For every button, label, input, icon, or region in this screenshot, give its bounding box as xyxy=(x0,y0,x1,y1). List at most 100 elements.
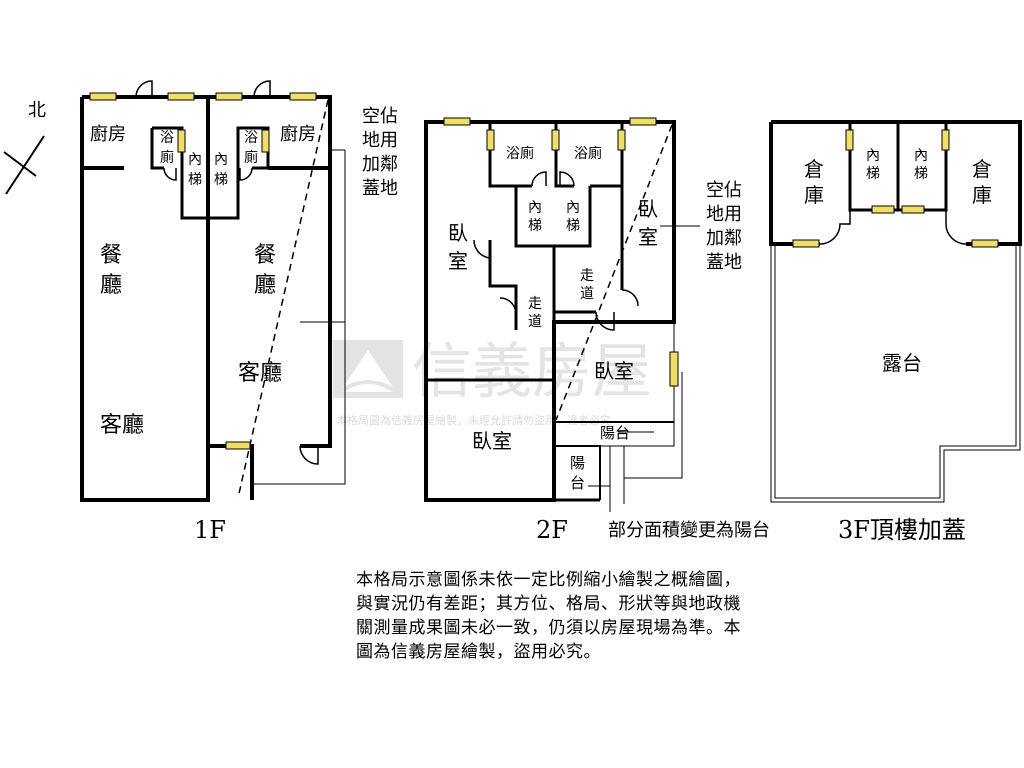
door-2f-bed-left xyxy=(473,239,491,259)
room-2f-balcony-top: 陽台 xyxy=(600,424,630,442)
window xyxy=(486,129,495,151)
room-1f-living-right: 客廳 xyxy=(238,361,282,386)
room-2f-bedroom-mid: 臥室 xyxy=(594,359,634,383)
floor-2f xyxy=(424,120,700,512)
window xyxy=(443,117,471,126)
terrace-outline-inner xyxy=(774,246,1017,499)
windows-2f xyxy=(443,117,679,387)
watermark-brand: 信義房屋 xyxy=(412,337,652,407)
door-1f-2 xyxy=(253,80,271,98)
room-2f-corridor-right-1: 走 xyxy=(580,268,594,284)
encroach-1f-line-4: 蓋地 xyxy=(362,178,398,199)
room-2f-corridor-right-2: 道 xyxy=(580,286,594,302)
window xyxy=(551,129,560,151)
encroach-line-1f xyxy=(237,99,329,499)
room-2f-stairs-left-1: 內 xyxy=(528,200,542,216)
room-1f-bath-left-2: 廁 xyxy=(160,149,174,166)
room-2f-stairs-right-2: 梯 xyxy=(566,218,580,234)
wall-1f-bath-left xyxy=(150,128,164,170)
room-1f-living-left: 客廳 xyxy=(100,413,144,438)
window xyxy=(669,351,679,387)
window xyxy=(215,92,243,101)
room-3f-stairs-left-1: 內 xyxy=(866,148,880,164)
encroach-boundary-1f xyxy=(254,150,346,485)
watermark-logo-icon xyxy=(333,340,403,398)
room-3f-storage-left-1: 倉 xyxy=(804,157,824,181)
floor-label-2f: 2F xyxy=(536,516,568,544)
room-2f-bedroom-right-2: 室 xyxy=(638,225,658,249)
door-2f-bed-right xyxy=(621,289,639,307)
room-2f-bedroom-left-2: 室 xyxy=(448,249,468,273)
door-1f-rear xyxy=(299,445,319,465)
labels-1f: 廚房 廚房 浴 廁 浴 廁 內 梯 內 梯 餐 廳 餐 廳 客廳 客廳 空佔 地… xyxy=(90,106,398,544)
room-3f-stairs-right-1: 內 xyxy=(914,148,928,164)
door-2f-bath-left xyxy=(531,171,547,187)
room-3f-storage-right-2: 庫 xyxy=(972,183,992,207)
room-1f-dining-right-2: 廳 xyxy=(254,273,276,298)
room-3f-storage-left-2: 庫 xyxy=(804,183,824,207)
window xyxy=(845,129,854,151)
window xyxy=(261,129,270,153)
encroach-1f-line-2: 地用 xyxy=(362,130,398,151)
window xyxy=(629,117,657,126)
room-1f-dining-left-2: 廳 xyxy=(100,273,122,298)
window xyxy=(792,239,820,248)
room-1f-kitchen-left: 廚房 xyxy=(90,123,126,145)
encroach-1f-line-3: 加鄰 xyxy=(362,154,398,175)
room-2f-bedroom-left-1: 臥 xyxy=(448,221,468,245)
encroach-2f-line-1: 空佔 xyxy=(706,180,742,201)
door-3f-right xyxy=(945,210,967,245)
room-2f-corridor-left-1: 走 xyxy=(528,296,542,312)
watermark: 信義房屋 本格局圖為信義房屋繪製，未經允許請勿盜用，違者必究 xyxy=(333,337,652,427)
room-2f-bath-right: 浴廁 xyxy=(574,145,602,162)
room-1f-kitchen-right: 廚房 xyxy=(280,123,316,145)
room-2f-corridor-left-2: 道 xyxy=(528,314,542,330)
compass-needle xyxy=(5,135,45,195)
room-3f-stairs-left-2: 梯 xyxy=(866,166,880,182)
room-2f-stairs-left-2: 梯 xyxy=(528,218,542,234)
watermark-notice: 本格局圖為信義房屋繪製，未經允許請勿盜用，違者必究 xyxy=(336,413,611,427)
window xyxy=(89,92,117,101)
encroach-note-1f: 空佔 地用 加鄰 蓋地 xyxy=(362,106,398,199)
floor-1f xyxy=(80,80,346,502)
room-1f-stairs-left-1: 內 xyxy=(188,152,202,168)
window xyxy=(617,129,626,151)
room-1f-dining-right-1: 餐 xyxy=(254,243,276,268)
floor-label-1f: 1F xyxy=(194,516,226,544)
compass: 北 xyxy=(3,100,46,195)
wall-1f-core xyxy=(152,126,270,220)
door-2f-corridor xyxy=(499,297,517,315)
windows-3f xyxy=(792,129,999,248)
room-1f-dining-left-1: 餐 xyxy=(100,243,122,268)
window xyxy=(177,129,186,153)
room-1f-bath-left-1: 浴 xyxy=(160,130,174,146)
window xyxy=(167,92,195,101)
room-3f-terrace: 露台 xyxy=(882,351,922,375)
disclaimer-text: 本格局示意圖係未依一定比例縮小繪製之概繪圖，與實況仍有差距；其方位、格局、形狀等… xyxy=(356,570,741,662)
door-2f-bath-right xyxy=(559,171,575,187)
windows-1f xyxy=(89,92,317,450)
window xyxy=(225,441,251,450)
room-2f-balcony-side-1: 陽 xyxy=(570,454,585,472)
room-2f-stairs-right-1: 內 xyxy=(566,200,580,216)
room-1f-bath-right-1: 浴 xyxy=(244,130,258,146)
room-2f-bedroom-right-1: 臥 xyxy=(638,197,658,221)
room-2f-bath-left: 浴廁 xyxy=(506,145,534,162)
room-1f-bath-right-2: 廁 xyxy=(244,149,258,166)
wall-2f-corridor-left xyxy=(488,240,518,330)
room-3f-stairs-right-2: 梯 xyxy=(914,166,928,182)
labels-3f: 倉 庫 倉 庫 內 梯 內 梯 露台 3F頂樓加蓋 xyxy=(804,148,992,544)
room-3f-storage-right-1: 倉 xyxy=(972,157,992,181)
encroach-line-2f xyxy=(555,124,673,421)
encroach-note-2f: 空佔 地用 加鄰 蓋地 xyxy=(706,180,742,273)
balcony-conversion-note: 部分面積變更為陽台 xyxy=(608,520,770,541)
window xyxy=(941,129,950,151)
door-1f-bath-left xyxy=(163,167,177,181)
window xyxy=(971,239,999,248)
compass-north-label: 北 xyxy=(28,100,46,121)
wall-2f-outer xyxy=(424,120,676,502)
terrace-outline-outer xyxy=(770,244,1021,503)
room-2f-balcony-side-2: 台 xyxy=(570,474,585,492)
encroach-1f-line-1: 空佔 xyxy=(362,106,398,127)
encroach-2f-line-3: 加鄰 xyxy=(706,228,742,249)
